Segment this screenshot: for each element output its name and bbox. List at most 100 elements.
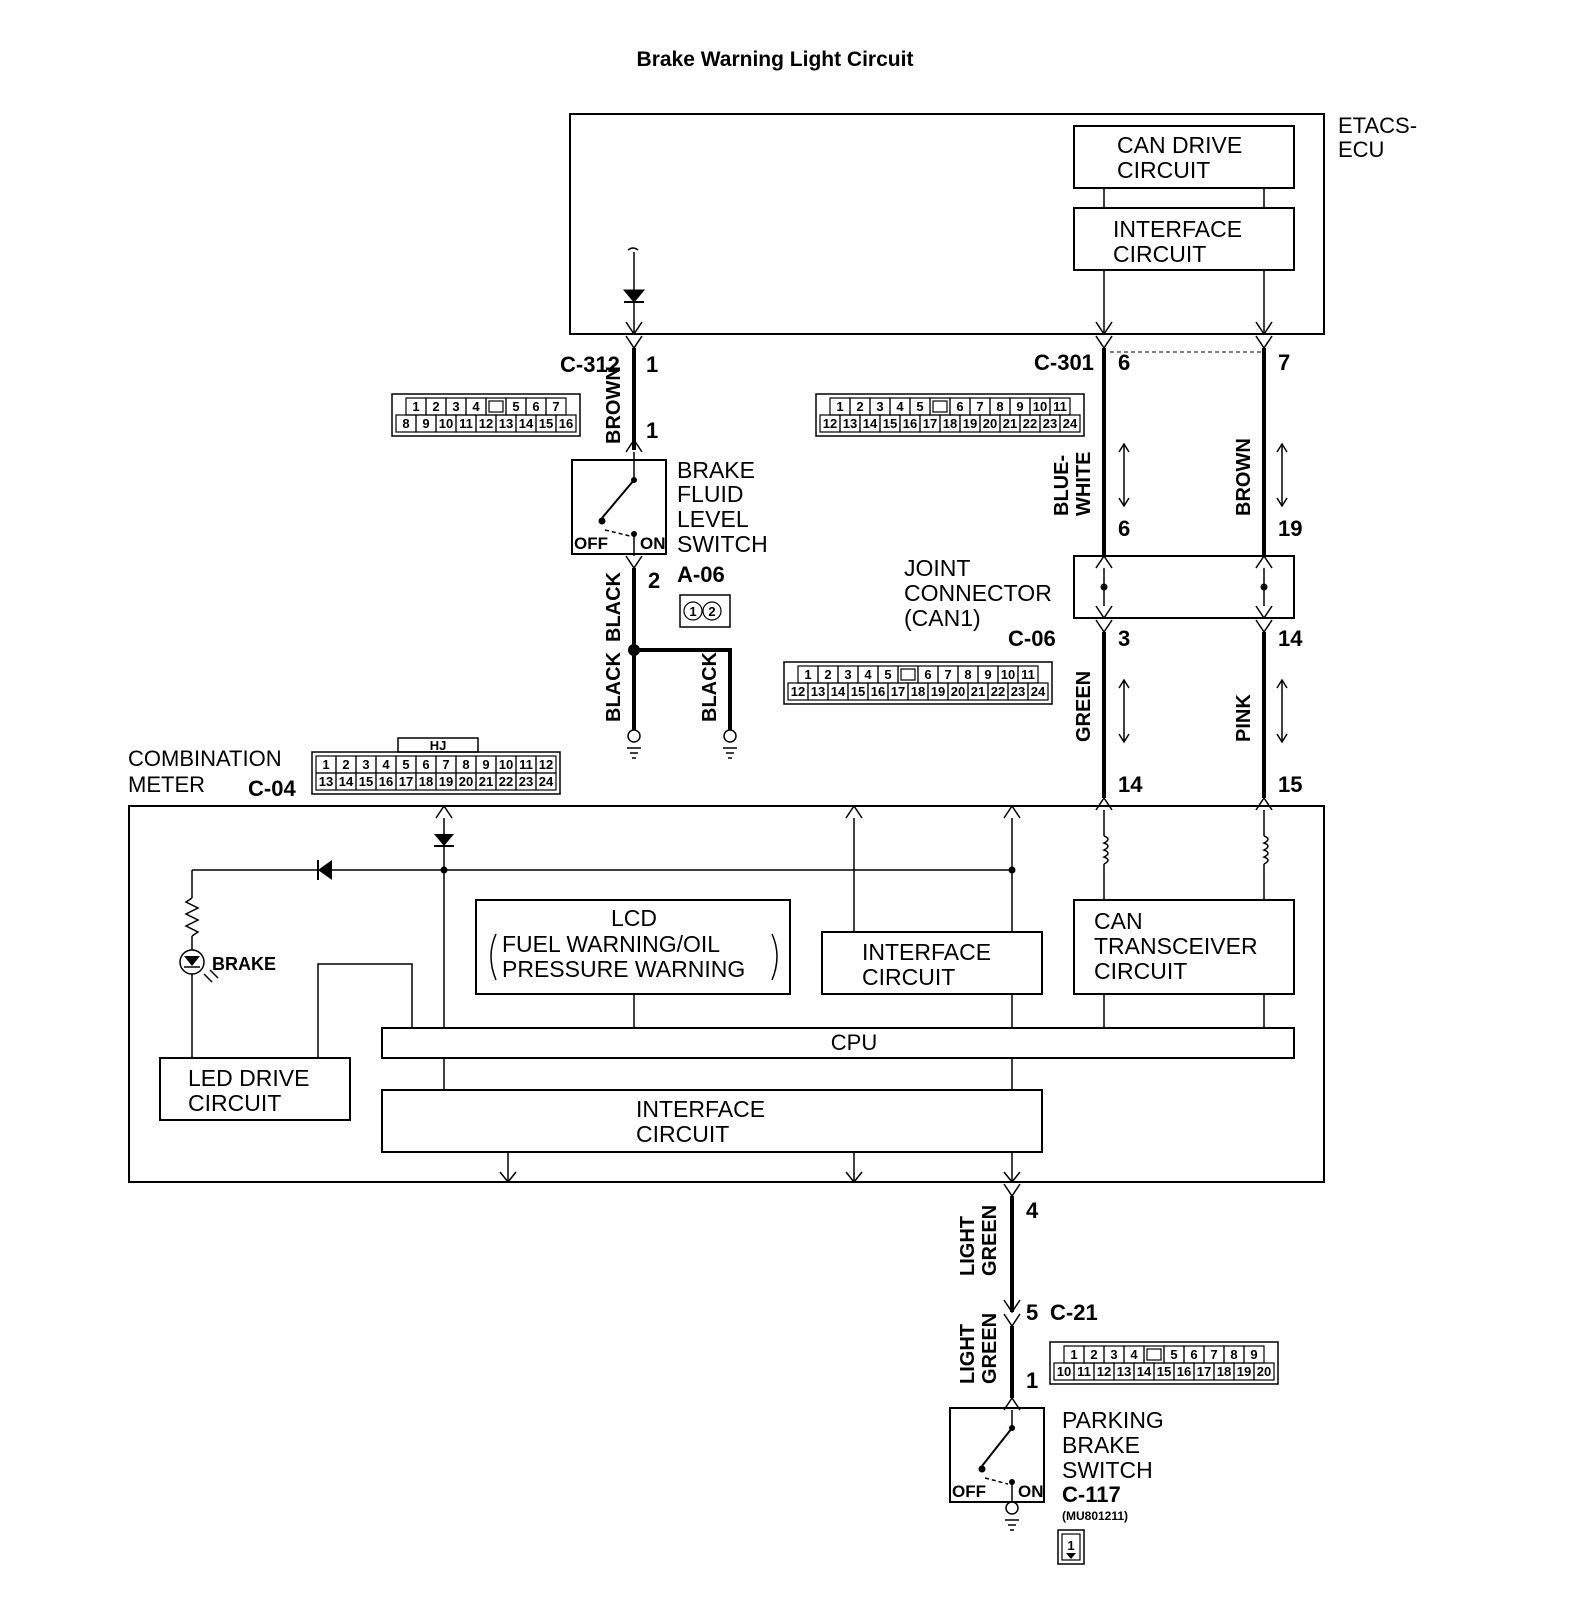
ecu-interface-circuit-label-1: INTERFACE bbox=[1113, 216, 1242, 242]
meter-interface-small-label-2: CIRCUIT bbox=[862, 964, 955, 990]
brake-fluid-switch-label-2: FLUID bbox=[677, 481, 743, 507]
c04-pin-number: 18 bbox=[419, 774, 433, 789]
c301-pin-number: 2 bbox=[856, 399, 863, 414]
can-transceiver-circuit-box bbox=[1073, 899, 1295, 995]
c04-pin-number: 24 bbox=[539, 774, 554, 789]
c04-pin-number: 10 bbox=[499, 757, 513, 772]
wire-light-green-1b: GREEN bbox=[979, 1205, 1001, 1276]
c21-pin-number: 10 bbox=[1057, 1364, 1071, 1379]
c04-pin-number: 15 bbox=[359, 774, 373, 789]
c301-pin-number: 20 bbox=[983, 416, 997, 431]
c301-label: C-301 bbox=[1034, 350, 1094, 375]
c21-pin-number: 12 bbox=[1097, 1364, 1111, 1379]
c04-pin-number: 17 bbox=[399, 774, 413, 789]
combination-meter-label-1: COMBINATION bbox=[128, 746, 282, 771]
c301-pin-number: 5 bbox=[916, 399, 923, 414]
c04-pin-number: 1 bbox=[322, 757, 329, 772]
c301-pin-number: 9 bbox=[1016, 399, 1023, 414]
c21-label: C-21 bbox=[1050, 1300, 1098, 1325]
c21-pin-number: 8 bbox=[1230, 1347, 1237, 1362]
c04-pin-number: 6 bbox=[422, 757, 429, 772]
parking-brake-switch-label-1: PARKING bbox=[1062, 1407, 1164, 1433]
c312-pin-number: 9 bbox=[422, 416, 429, 431]
cpu-label: CPU bbox=[831, 1030, 877, 1055]
c06-pin-number: 9 bbox=[984, 667, 991, 682]
joint-connector-label-3: (CAN1) bbox=[904, 605, 981, 631]
meter-interface-large-label-2: CIRCUIT bbox=[636, 1121, 729, 1147]
joint-pin-14: 14 bbox=[1278, 626, 1303, 651]
c21-pin-number: 11 bbox=[1077, 1364, 1091, 1379]
c301-pin-number: 17 bbox=[923, 416, 937, 431]
brake-fluid-switch-label-1: BRAKE bbox=[677, 457, 755, 483]
a06-label: A-06 bbox=[677, 562, 725, 587]
c06-pin-number: 4 bbox=[864, 667, 872, 682]
c301-pin-7: 7 bbox=[1278, 350, 1290, 375]
parking-switch-off-label: OFF bbox=[952, 1482, 986, 1501]
c21-pin-number: 20 bbox=[1257, 1364, 1271, 1379]
c06-label: C-06 bbox=[1008, 626, 1056, 651]
can-transceiver-label-2: TRANSCEIVER bbox=[1094, 933, 1258, 959]
wire-light-green-2a: LIGHT bbox=[957, 1324, 979, 1384]
wire-black-2: BLACK bbox=[603, 651, 625, 722]
brake-fluid-switch-label-4: SWITCH bbox=[677, 531, 768, 557]
wire-black-1: BLACK bbox=[603, 571, 625, 642]
c04-pin-number: 14 bbox=[339, 774, 354, 789]
c06-pin-cell bbox=[1027, 682, 1049, 701]
c301-pin-number: 21 bbox=[1003, 416, 1017, 431]
c21-pin-number: 19 bbox=[1237, 1364, 1251, 1379]
c04-label: C-04 bbox=[248, 776, 296, 801]
c301-pin-number: 10 bbox=[1033, 399, 1047, 414]
c312-outline bbox=[391, 393, 581, 437]
c04-pin-number: 16 bbox=[379, 774, 393, 789]
c301-pin-number: 12 bbox=[823, 416, 837, 431]
brake-fluid-wire: C-312 1 1 BROWN bbox=[560, 321, 658, 453]
c312-wire-color: BROWN bbox=[603, 366, 625, 444]
c312-pin-number: 13 bbox=[499, 416, 513, 431]
c04-pin-number: 3 bbox=[362, 757, 369, 772]
c301-outline bbox=[815, 393, 1085, 437]
c301-pin-number: 1 bbox=[836, 399, 843, 414]
switch-on-label: ON bbox=[640, 534, 666, 553]
c301-pin-number: 22 bbox=[1023, 416, 1037, 431]
parking-brake-wire: 4 LIGHT GREEN 5 C-21 LIGHT GREEN 1 bbox=[957, 1183, 1098, 1398]
c301-pin-number: 6 bbox=[956, 399, 963, 414]
brake-fluid-level-switch: OFF ON BRAKE FLUID LEVEL SWITCH A-06 1 2 bbox=[571, 452, 768, 628]
joint-connector-box bbox=[1073, 555, 1295, 619]
c312-pin-number: 1 bbox=[412, 399, 419, 414]
c06-key-slot bbox=[900, 668, 916, 681]
c312-pin-number: 12 bbox=[479, 416, 493, 431]
led-drive-circuit-label-2: CIRCUIT bbox=[188, 1090, 281, 1116]
wire-brown: BROWN bbox=[1233, 438, 1255, 516]
c21-pin-cell bbox=[1253, 1362, 1275, 1381]
joint-pin-19: 19 bbox=[1278, 516, 1302, 541]
c301-pin-number: 8 bbox=[996, 399, 1003, 414]
ecu-interface-circuit-label-2: CIRCUIT bbox=[1113, 241, 1206, 267]
c04-pin-number: 4 bbox=[382, 757, 390, 772]
c21-pin-number: 5 bbox=[1170, 1347, 1177, 1362]
c04-pin-number: 20 bbox=[459, 774, 473, 789]
c312-pin-number: 7 bbox=[552, 399, 559, 414]
can-drive-circuit-label-2: CIRCUIT bbox=[1117, 157, 1210, 183]
c04-pin-number: 13 bbox=[319, 774, 333, 789]
wire-light-green-1a: LIGHT bbox=[957, 1216, 979, 1276]
c312-pin-number: 2 bbox=[432, 399, 439, 414]
parking-brake-switch-label-3: SWITCH bbox=[1062, 1457, 1153, 1483]
c301-key-slot bbox=[932, 400, 948, 413]
c312-pin-number: 6 bbox=[532, 399, 539, 414]
wire-light-green-2b: GREEN bbox=[979, 1313, 1001, 1384]
meter-interface-circuit-large-box bbox=[381, 1089, 1043, 1153]
c301-pin-cell bbox=[1059, 414, 1081, 433]
c312-pin-number: 14 bbox=[519, 416, 534, 431]
meter-interface-large-label-1: INTERFACE bbox=[636, 1096, 765, 1122]
c117-pin: 1 bbox=[1067, 1538, 1074, 1553]
c04-tag: HJ bbox=[430, 738, 447, 753]
meter-pin-15: 15 bbox=[1278, 772, 1302, 797]
c312-pin-number: 10 bbox=[439, 416, 453, 431]
brake-fluid-switch-label-3: LEVEL bbox=[677, 506, 749, 532]
can-drive-circuit-label-1: CAN DRIVE bbox=[1117, 132, 1242, 158]
c06-pin-number: 21 bbox=[971, 684, 985, 699]
